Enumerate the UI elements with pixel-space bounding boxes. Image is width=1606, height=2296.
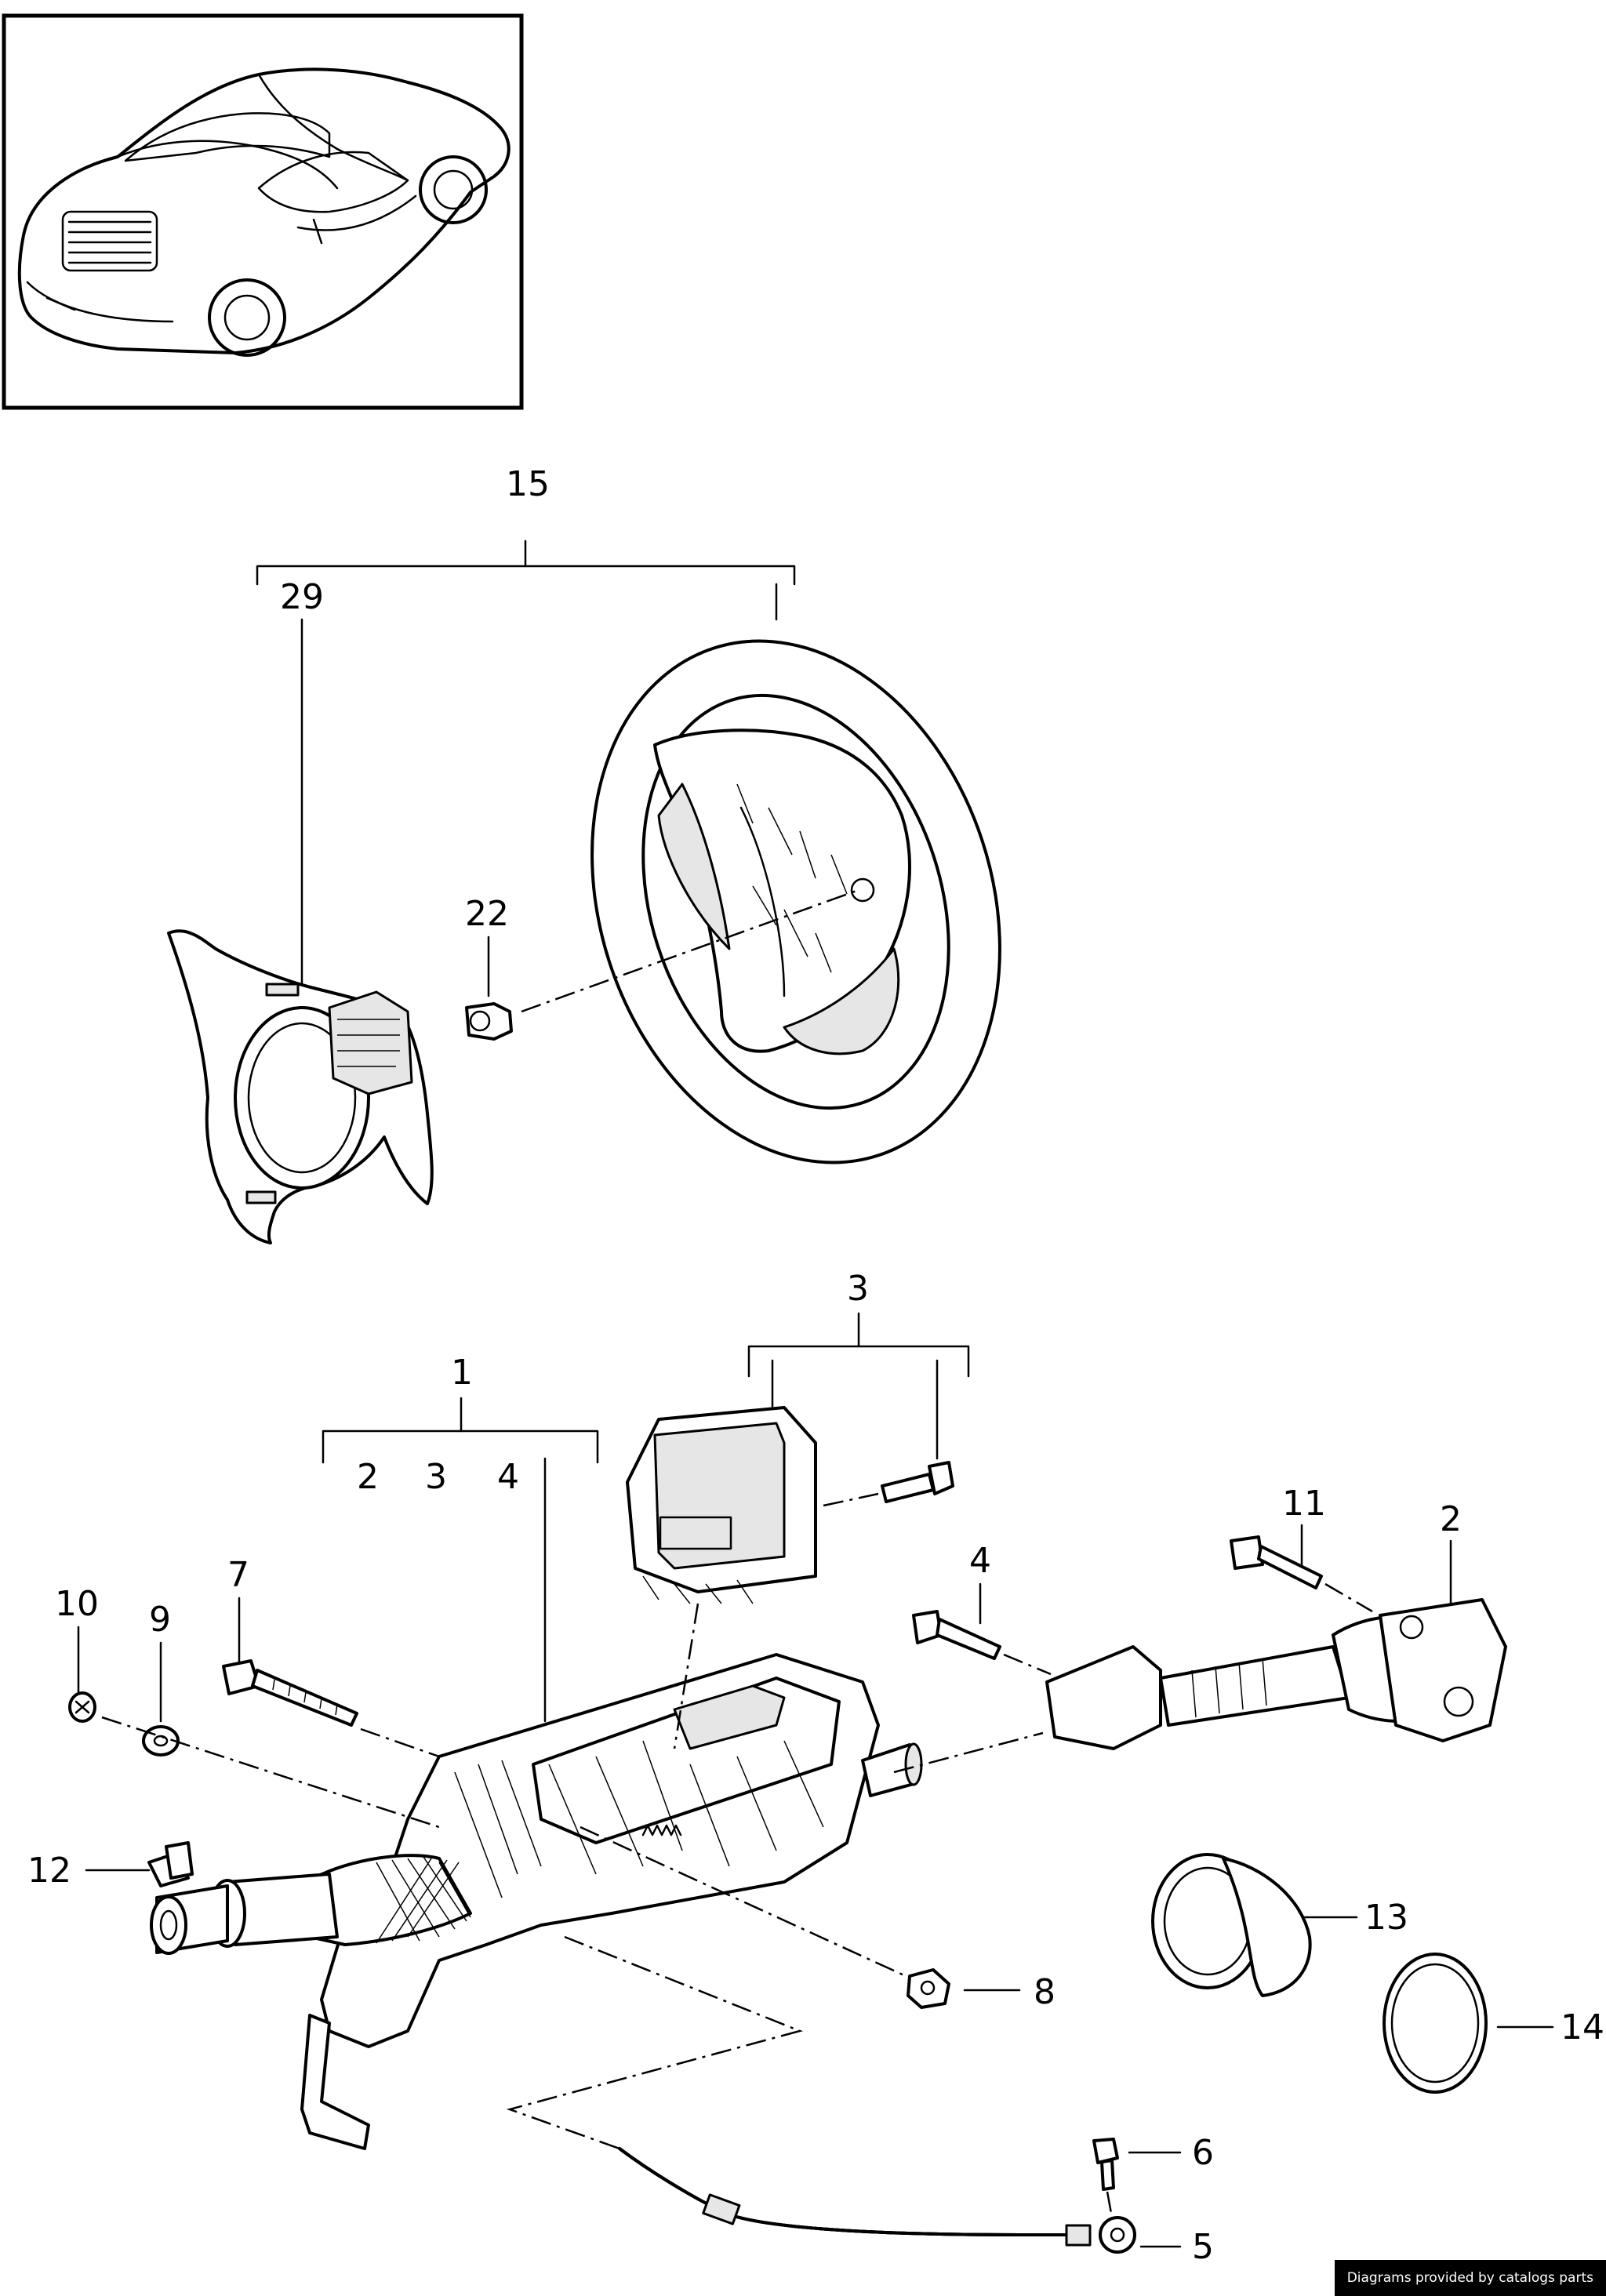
- callout-4: 4: [969, 1541, 991, 1581]
- callout-1: 1: [451, 1353, 473, 1393]
- credit-bar: Diagrams provided by catalogs parts: [1334, 2260, 1606, 2296]
- callout-12: 12: [27, 1851, 71, 1891]
- callout-7: 7: [227, 1555, 249, 1595]
- nut-10: [68, 1691, 96, 1723]
- steering-column: [150, 1653, 923, 2150]
- callout-3: 3: [847, 1269, 869, 1309]
- callout-13: 13: [1364, 1898, 1408, 1938]
- callout-10: 10: [55, 1584, 99, 1624]
- screw-22: 22: [465, 888, 859, 1041]
- callout-8: 8: [1034, 1972, 1056, 2012]
- bolt-3: [823, 1461, 954, 1507]
- callout-29: 29: [280, 577, 324, 617]
- bolt-11: [1230, 1535, 1373, 1613]
- cap-14: [1383, 1953, 1488, 2094]
- bolt-4: [912, 1610, 1052, 1676]
- steering-wheel-group: 15 29 22: [167, 464, 1001, 1244]
- steering-column-group: 1 2 3 4: [27, 1269, 1604, 2267]
- callout-1-sub-4: 4: [497, 1457, 519, 1497]
- control-unit: [626, 1406, 817, 1749]
- intermediate-shaft: [893, 1598, 1507, 1774]
- callout-6: 6: [1192, 2133, 1214, 2173]
- boot-13: [1151, 1853, 1312, 1997]
- ground-cable-5: [618, 2147, 1136, 2254]
- steering-wheel: [590, 639, 1001, 1164]
- clip-12: [147, 1841, 194, 1887]
- bolt-7: [222, 1659, 440, 1758]
- washer-9: [101, 1716, 440, 1829]
- callout-1-sub-3: 3: [425, 1457, 447, 1497]
- car-illustration: [17, 67, 511, 357]
- callout-11: 11: [1282, 1484, 1326, 1524]
- callout-14: 14: [1561, 2007, 1604, 2047]
- callout-5: 5: [1192, 2227, 1214, 2267]
- callout-2: 2: [1440, 1499, 1462, 1539]
- vehicle-thumbnail: [2, 13, 524, 410]
- credit-text: Diagrams provided by catalogs parts: [1346, 2270, 1593, 2286]
- screw-6: [1092, 2138, 1119, 2191]
- callout-9: 9: [149, 1600, 171, 1640]
- callout-1-sub-2: 2: [357, 1457, 379, 1497]
- steering-column-switch: [167, 929, 434, 1244]
- callout-22: 22: [465, 894, 509, 934]
- nut-8: [580, 1826, 950, 2009]
- callout-15: 15: [506, 464, 550, 504]
